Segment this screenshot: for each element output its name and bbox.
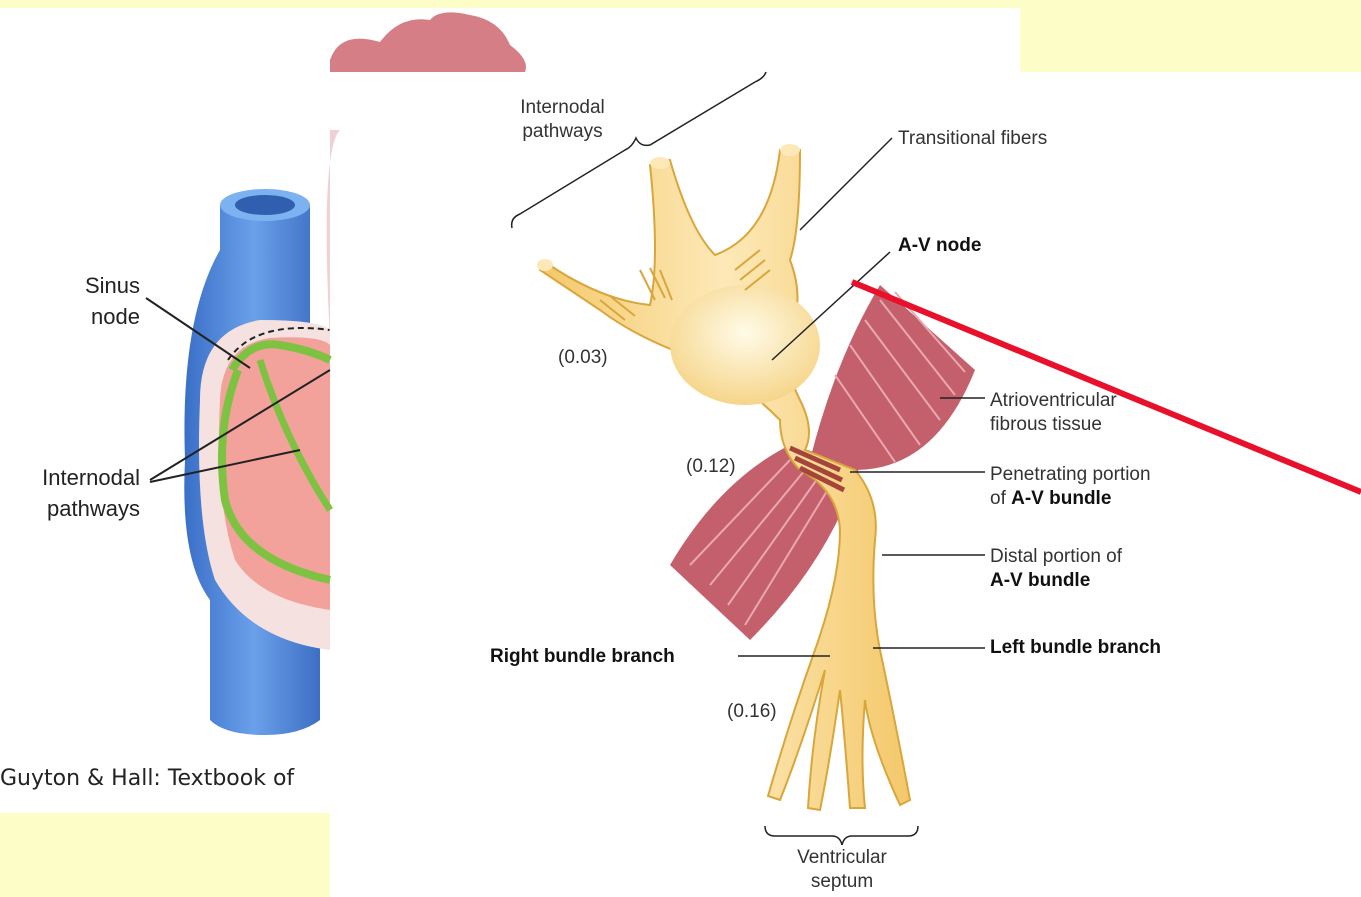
left-internodal-label: Internodal pathways [0, 462, 140, 524]
distal-portion-label: Distal portion of A-V bundle [990, 545, 1122, 593]
ventricular-septum-label: Ventricular septum [772, 846, 912, 894]
transitional-fibers-label: Transitional fibers [898, 127, 1047, 151]
sinus-node-label: Sinus node [50, 270, 140, 332]
internodal-pathways-label: Internodal pathways [500, 96, 625, 144]
penetrating-portion-label: Penetrating portion of A-V bundle [990, 463, 1151, 511]
ventricular-septum-bracket [765, 826, 918, 845]
timing-label-012: (0.12) [686, 455, 736, 479]
atrioventricular-label: Atrioventricular fibrous tissue [990, 389, 1117, 437]
timing-label-003: (0.03) [558, 346, 608, 370]
right-bundle-branch-label: Right bundle branch [490, 645, 675, 669]
left-bundle-branch-label: Left bundle branch [990, 636, 1161, 660]
av-node-label: A-V node [898, 234, 981, 258]
source-caption: Guyton & Hall: Textbook of [0, 766, 330, 791]
timing-label-016: (0.16) [727, 700, 777, 724]
heart-top-shape [330, 12, 526, 72]
